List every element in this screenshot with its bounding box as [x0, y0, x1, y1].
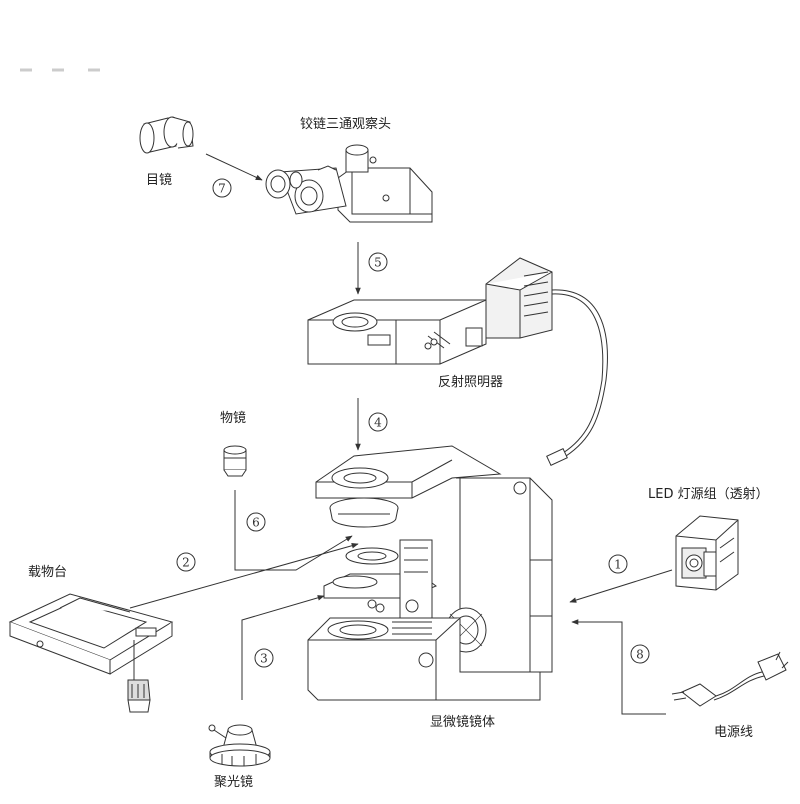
- reflect-illuminator-drawing: [307, 257, 553, 365]
- step-3-marker: 3: [254, 648, 274, 668]
- label-hinged-trinocular-head: 铰链三通观察头: [300, 117, 392, 132]
- step-1-text: 1: [614, 558, 622, 572]
- illuminator-cable: [551, 289, 608, 457]
- step-4-text: 4: [374, 416, 382, 430]
- step-8-text: 8: [636, 648, 644, 662]
- step-1-marker: 1: [608, 554, 628, 574]
- step-3-text: 3: [260, 652, 268, 666]
- arrow-2: [129, 543, 359, 609]
- label-eyepiece: 目镜: [146, 173, 173, 188]
- condenser-drawing: [208, 724, 271, 767]
- arrow-8: [571, 619, 666, 715]
- assembly-arrows: [129, 153, 673, 715]
- led-lamp-group-drawing: [675, 515, 739, 591]
- trinocular-head-drawing: [265, 144, 433, 223]
- step-5-text: 5: [374, 256, 382, 270]
- power-cord-drawing: [671, 651, 789, 707]
- step-4-marker: 4: [368, 412, 388, 432]
- label-power-cord: 电源线: [714, 725, 754, 740]
- step-markers: 7 5 4 6 2 3 1 8: [176, 178, 650, 668]
- illuminator-cable-inner: [551, 293, 604, 454]
- objective-drawing: [223, 445, 247, 477]
- step-6-marker: 6: [246, 512, 266, 532]
- cable-connector: [546, 448, 568, 466]
- step-6-text: 6: [252, 516, 260, 530]
- arrow-1: [569, 569, 673, 603]
- label-condenser: 聚光镜: [214, 775, 254, 790]
- eyepiece-drawing: [139, 116, 194, 154]
- arrow-3: [241, 595, 325, 700]
- label-microscope-body: 显微镜镜体: [430, 715, 496, 730]
- stage-drawing: [8, 593, 174, 713]
- step-7-marker: 7: [212, 178, 232, 198]
- step-8-marker: 8: [630, 644, 650, 664]
- microscope-body-drawing: [307, 445, 553, 701]
- label-stage: 载物台: [28, 565, 68, 580]
- label-reflect-illuminator: 反射照明器: [438, 375, 504, 390]
- label-led-lamp-group: LED 灯源组（透射）: [648, 487, 769, 502]
- step-5-marker: 5: [368, 252, 388, 272]
- label-objective: 物镜: [220, 411, 247, 426]
- step-2-text: 2: [182, 556, 190, 570]
- step-2-marker: 2: [176, 552, 196, 572]
- arrow-7: [205, 153, 263, 181]
- step-7-text: 7: [218, 182, 226, 196]
